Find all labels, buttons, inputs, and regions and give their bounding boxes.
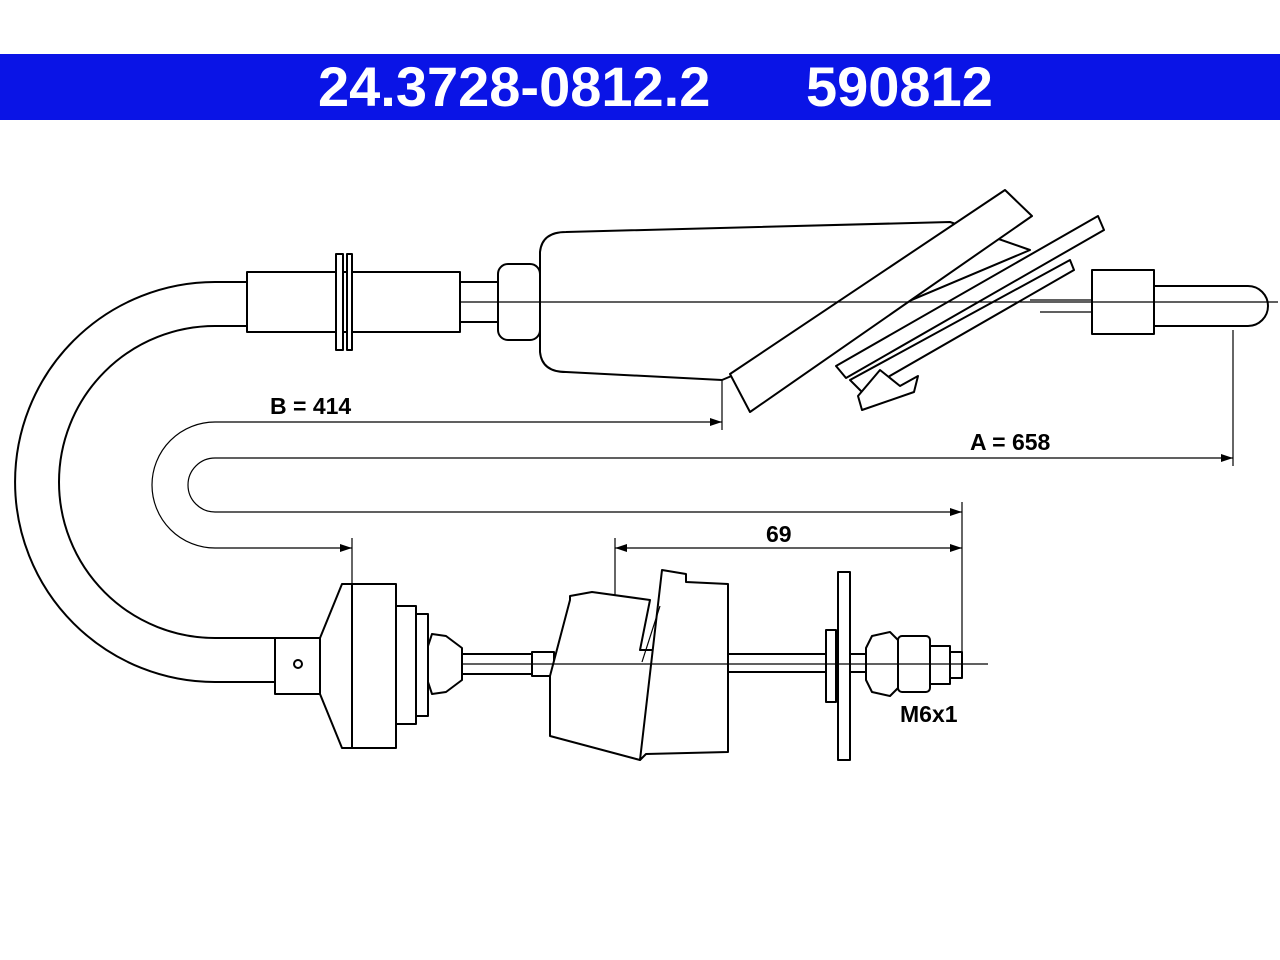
alt-part-number: 590812: [806, 55, 993, 118]
title-bar: 24.3728-0812.2 590812: [0, 54, 1280, 120]
cable-sheath: [14, 281, 275, 683]
dimension-stroke-label: 69: [766, 521, 792, 547]
bottom-end-fitting: [274, 569, 988, 761]
dimension-a-label: A = 658: [970, 429, 1051, 455]
part-number: 24.3728-0812.2: [318, 55, 711, 118]
dimension-loop: [151, 330, 1234, 660]
dimension-b-label: B = 414: [270, 393, 351, 419]
thread-size-label: M6x1: [900, 701, 958, 727]
top-end-fitting: [246, 189, 1278, 413]
